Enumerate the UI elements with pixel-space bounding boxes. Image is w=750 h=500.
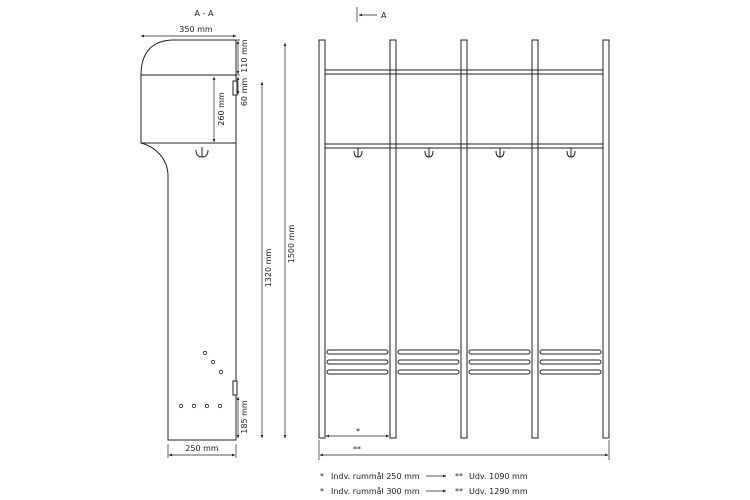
legend-label-2: Indv. rummål 300 mm: [331, 486, 420, 496]
coat-hook-icon-3: [495, 148, 505, 158]
shoe-rack-holes: [178, 350, 224, 409]
dim-compartment-label: *: [356, 427, 360, 436]
legend-star-2: *: [320, 487, 324, 496]
legend-star2-1: **: [455, 472, 463, 481]
dim-185-label: 185 mm: [240, 400, 249, 434]
front-view: A: [318, 7, 610, 460]
dim-1500-label: 1500 mm: [287, 225, 296, 264]
post-1: [318, 39, 326, 439]
coat-hook-icon: [195, 147, 209, 158]
post-2: [389, 39, 397, 439]
coat-hook-icon-4: [566, 148, 576, 158]
section-marker-label: A: [381, 11, 387, 20]
legend-star-1: *: [320, 472, 324, 481]
legend-total-1: Udv. 1090 mm: [469, 472, 528, 481]
section-title: A - A: [195, 9, 214, 18]
dim-1320-label: 1320 mm: [264, 249, 273, 288]
dim-total-label: **: [353, 445, 361, 454]
post-3: [460, 39, 468, 439]
coat-hook-icon-2: [424, 148, 434, 158]
dim-60-label: 60 mm: [240, 78, 249, 107]
post-5: [602, 39, 610, 439]
shoe-bars: [326, 349, 602, 375]
dim-110-label: 110 mm: [240, 39, 249, 73]
legend-star2-2: **: [455, 487, 463, 496]
front-hooks: [353, 148, 576, 158]
coat-hook-icon-1: [353, 148, 363, 158]
legend-label-1: Indv. rummål 250 mm: [331, 471, 420, 481]
dim-260-label: 260 mm: [217, 92, 226, 126]
legend-total-2: Udv. 1290 mm: [469, 487, 528, 496]
top-wall-bracket: [232, 80, 238, 96]
legend: * Indv. rummål 250 mm ** Udv. 1090 mm * …: [320, 471, 528, 496]
side-section-view: A - A 350 mm 110 mm 60 mm 260 mm 1320 mm…: [140, 9, 296, 458]
dim-bottom-width-label: 250 mm: [185, 444, 219, 453]
dim-top-width-label: 350 mm: [179, 25, 213, 34]
post-4: [531, 39, 539, 439]
bottom-wall-bracket: [232, 380, 238, 396]
